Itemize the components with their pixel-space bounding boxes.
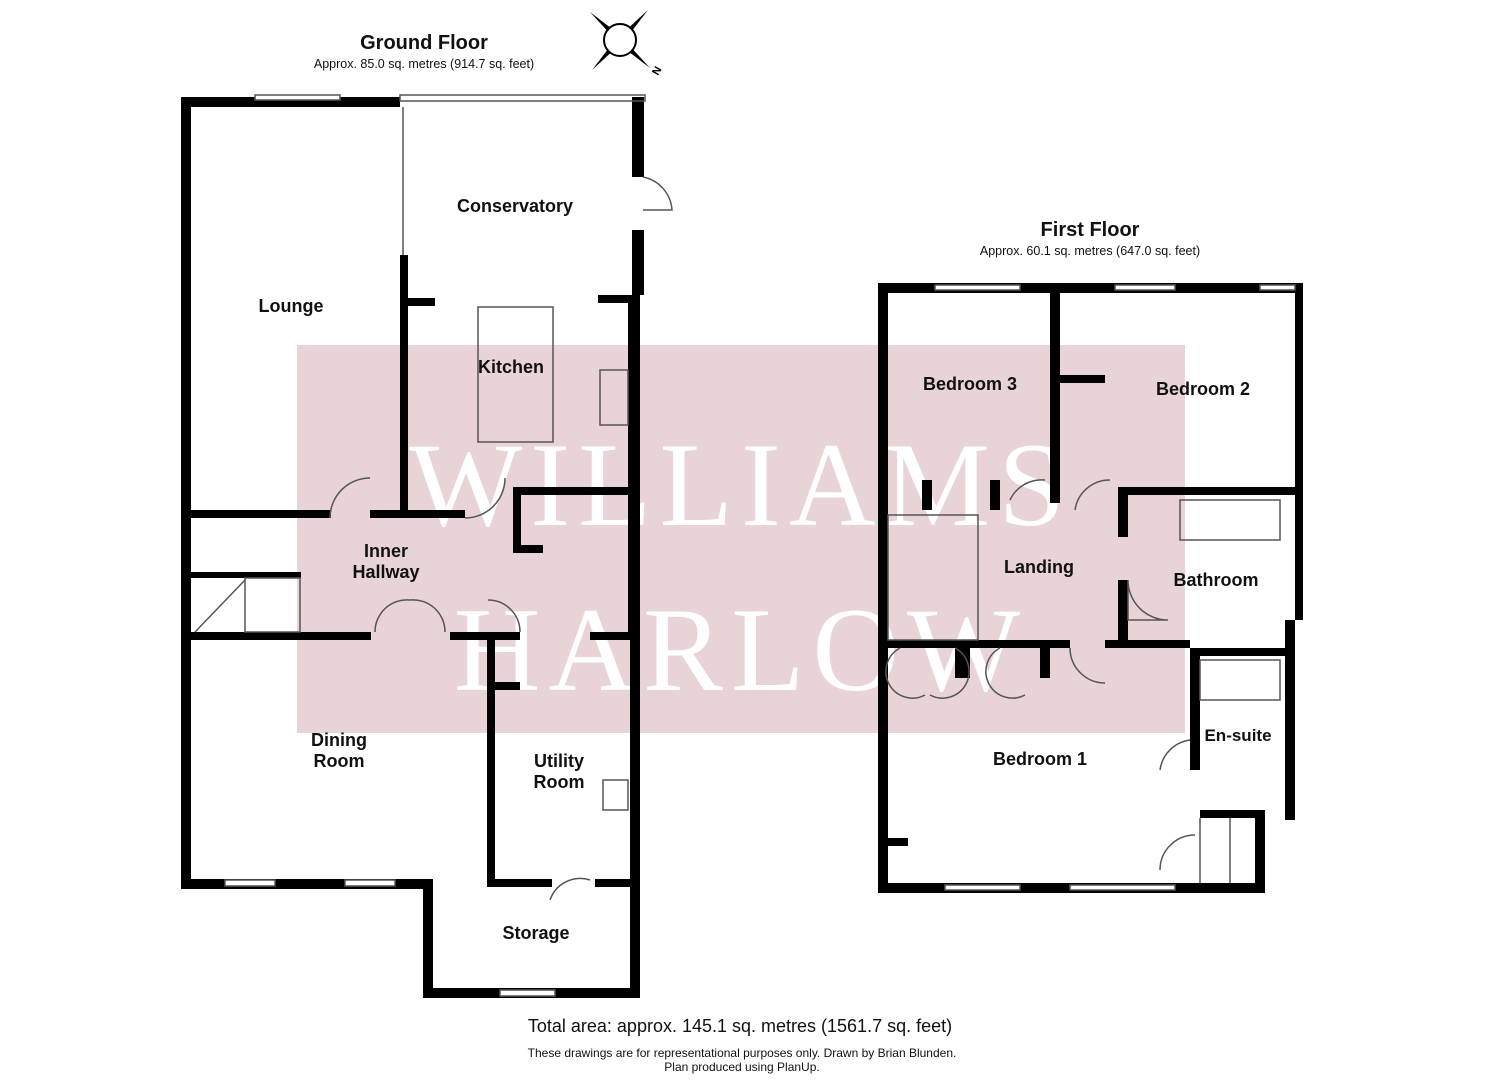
room-label-kitchen: Kitchen — [477, 357, 545, 377]
room-label-bathroom: Bathroom — [1173, 570, 1259, 590]
room-label-landing: Landing — [1004, 557, 1074, 577]
ground-floor-title: Ground Floor — [360, 32, 488, 54]
room-label-line: Room — [533, 772, 585, 792]
room-label-conservatory: Conservatory — [456, 196, 574, 216]
room-label-bedroom-3: Bedroom 3 — [922, 374, 1018, 394]
svg-text:WILLIAMS: WILLIAMS — [409, 418, 1073, 551]
first-floor-area: Approx. 60.1 sq. metres (647.0 sq. feet) — [979, 244, 1201, 258]
svg-text:HARLOW: HARLOW — [454, 583, 1029, 716]
disclaimer: These drawings are for representational … — [527, 1046, 957, 1060]
compass-icon: N — [590, 10, 665, 78]
first-floor-title: First Floor — [1040, 219, 1140, 241]
total-area: Total area: approx. 145.1 sq. metres (15… — [527, 1016, 953, 1036]
svg-text:N: N — [650, 65, 664, 78]
room-label-lounge: Lounge — [258, 296, 324, 316]
room-label-line: Dining — [311, 730, 367, 750]
watermark: WILLIAMS HARLOW — [297, 345, 1185, 733]
software-credit: Plan produced using PlanUp. — [664, 1060, 820, 1074]
ground-floor-thin-lines — [194, 94, 673, 997]
ground-floor-area: Approx. 85.0 sq. metres (914.7 sq. feet) — [313, 57, 535, 71]
room-label-bedroom-1: Bedroom 1 — [992, 749, 1088, 769]
room-label-en-suite: En-suite — [1204, 726, 1272, 745]
room-label-line: Hallway — [352, 562, 420, 582]
room-label-bedroom-2: Bedroom 2 — [1155, 379, 1251, 399]
room-label-line: Room — [313, 751, 365, 771]
first-floor-thin-lines — [885, 284, 1296, 891]
room-label-line: Utility — [533, 751, 584, 771]
room-label-storage: Storage — [502, 923, 570, 943]
room-label-line: Inner — [363, 541, 409, 561]
